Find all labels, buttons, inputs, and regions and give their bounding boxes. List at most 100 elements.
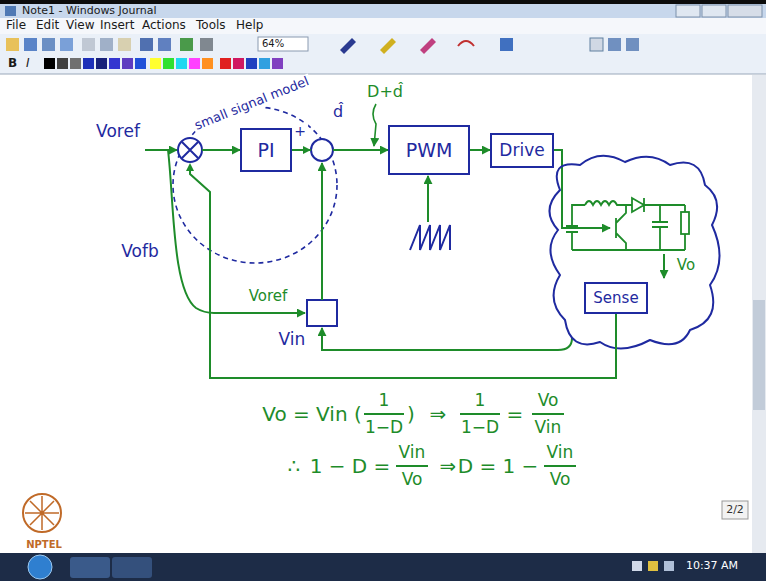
signal-name: d̂ — [331, 103, 345, 121]
signal-name: Vo — [675, 257, 697, 274]
source-symbol — [566, 226, 578, 232]
color-swatches — [259, 58, 270, 69]
lasso-icon — [458, 41, 474, 46]
toolbar-icons — [608, 38, 621, 51]
equation-term: D = 1 − — [456, 455, 541, 478]
color-swatches — [163, 58, 174, 69]
sensor-box: Sense — [584, 282, 648, 314]
highlighter-icon — [380, 38, 396, 54]
converter-cloud — [549, 156, 719, 349]
color-swatches — [135, 58, 146, 69]
menu-item: Tools — [196, 19, 226, 33]
bold-button: B — [8, 57, 17, 71]
fraction-denominator: 1−D — [459, 418, 501, 438]
fraction-bars — [396, 465, 428, 467]
tray-icon — [664, 561, 674, 571]
color-swatches — [109, 58, 120, 69]
fraction-bars — [460, 413, 500, 415]
sign-mark: + — [292, 123, 308, 139]
block-diagram-art — [145, 104, 720, 466]
color-swatches — [272, 58, 283, 69]
color-swatches — [44, 58, 55, 69]
clock: 10:37 AM — [686, 560, 738, 573]
fraction-denominator: Vo — [548, 470, 573, 490]
scrollbar-thumb — [753, 300, 765, 410]
menu-item: Edit — [36, 19, 59, 33]
boost-converter-circuit — [566, 198, 689, 250]
pen-icon — [340, 38, 356, 54]
fraction-numerator: 1 — [473, 391, 488, 411]
box-label: PI — [257, 139, 274, 162]
toolbar-icons — [590, 38, 603, 51]
title-bar — [0, 4, 766, 18]
reference-input-wire — [145, 149, 177, 151]
menu-bar — [0, 18, 766, 34]
toolbar-icons — [24, 38, 37, 51]
feedforward-block — [307, 300, 337, 326]
taskbar-button — [70, 557, 110, 578]
diode-symbol — [632, 198, 644, 212]
signal-connector — [470, 149, 490, 151]
fraction-numerator: 1 — [377, 391, 392, 411]
format-bar — [0, 54, 766, 74]
output-wire — [644, 204, 685, 206]
scrollbar — [752, 75, 766, 553]
color-swatches — [57, 58, 68, 69]
menu-item: Actions — [142, 19, 186, 33]
driver-box: Drive — [490, 133, 554, 168]
box-label: Sense — [593, 289, 638, 307]
tray-icon — [632, 561, 642, 571]
taskbar-button — [112, 557, 152, 578]
italic-button: I — [26, 57, 30, 71]
input-voltage-wire — [322, 328, 572, 350]
toolbar-icons — [100, 38, 113, 51]
nptel-logo — [23, 494, 61, 532]
resistor-symbol — [681, 212, 689, 234]
pwm-box: PWM — [388, 125, 470, 175]
menu-item: File — [6, 19, 26, 33]
eraser-icon — [420, 38, 436, 54]
output-voltage-arrow — [663, 254, 665, 278]
color-swatches — [44, 58, 283, 69]
screen-edge — [0, 0, 766, 4]
color-swatches — [150, 58, 161, 69]
color-swatches — [122, 58, 133, 69]
toolbar-icons — [118, 38, 131, 51]
fraction-denominator: 1−D — [363, 418, 405, 438]
toolbar-icons — [180, 38, 193, 51]
therefore-sign: ∴ — [286, 455, 303, 478]
signal-name: Voref — [247, 288, 290, 305]
color-swatches — [220, 58, 231, 69]
signal-name: Vofb — [119, 242, 161, 262]
fraction-denominator: Vo — [400, 470, 425, 490]
fraction-numerator: Vo — [536, 391, 561, 411]
switch-symbol — [616, 205, 626, 250]
inductor-symbol — [585, 201, 632, 205]
fraction-bars — [544, 465, 576, 467]
taskbar — [0, 553, 766, 581]
summing-junction — [178, 138, 202, 162]
page-counter: 2/2 — [726, 504, 744, 517]
leader-line — [373, 104, 376, 146]
sawtooth-carrier — [410, 225, 450, 250]
equation-term: = — [505, 403, 526, 426]
reference-branch-wire — [168, 150, 305, 313]
toolbar-border — [0, 74, 766, 75]
capacitor-symbol — [652, 205, 668, 250]
close-button — [728, 5, 762, 17]
window-title: Note1 - Windows Journal — [22, 5, 157, 18]
toolbar-icons — [140, 38, 153, 51]
logo-text: NPTEL — [26, 539, 62, 551]
toolbar-icons — [6, 38, 19, 51]
box-label: PWM — [406, 139, 453, 162]
menu-item: View — [66, 19, 94, 33]
toolbar-icons — [82, 38, 95, 51]
color-swatches — [202, 58, 213, 69]
fraction-bars — [532, 413, 564, 415]
fraction-bars — [364, 413, 404, 415]
nptel-logo — [25, 496, 59, 530]
zoom-box — [258, 37, 308, 51]
equation-term: 1 − D = — [308, 455, 393, 478]
